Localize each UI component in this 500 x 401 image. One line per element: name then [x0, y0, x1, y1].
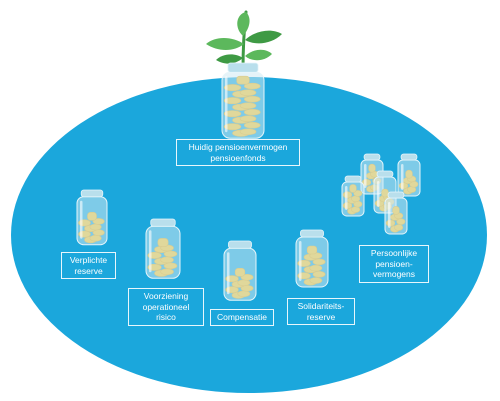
label-line: Verplichte — [69, 255, 108, 265]
label-line: Solidariteits- — [297, 301, 345, 311]
leaf — [237, 12, 250, 36]
jar-lid — [344, 175, 362, 183]
label-line: reserve — [306, 311, 336, 322]
jar-highlight — [377, 181, 380, 207]
label-line: Persoonlijke — [370, 248, 418, 258]
jar-highlight — [345, 186, 348, 210]
jar-highlight — [225, 76, 228, 133]
label-line: vermogens — [372, 269, 416, 279]
coin-jar-group-personal — [341, 153, 421, 235]
label-operational-risk: Voorziening operationeel risico — [128, 288, 204, 326]
label-compensation: Compensatie — [210, 309, 274, 326]
coin-jar-icon-solidariteit — [295, 229, 329, 288]
jar-lid — [150, 218, 176, 227]
coin-jar-icon-main — [221, 62, 265, 139]
label-line: reserve — [74, 265, 103, 276]
leaf — [245, 49, 272, 61]
jar-highlight — [401, 164, 404, 190]
coin-jar-icon-verplicht — [76, 189, 108, 246]
leaf — [216, 54, 243, 64]
jar-highlight — [364, 164, 367, 188]
jar-lid — [363, 153, 381, 161]
label-personal-pension-assets: Persoonlijke pensioen- vermogens — [359, 245, 429, 283]
label-line: Huidig pensioenvermogen — [188, 142, 288, 152]
jar-highlight — [149, 230, 152, 273]
jar-highlight — [299, 241, 302, 281]
jar-lid — [300, 229, 324, 238]
jar-highlight — [388, 202, 391, 228]
leaf — [206, 38, 244, 50]
coin-jar-icon-compensatie — [223, 240, 257, 301]
jar-highlight — [227, 252, 230, 295]
jar-lid — [387, 191, 405, 199]
jar-lid — [400, 153, 418, 161]
label-line: pensioenfonds — [210, 152, 266, 163]
plant-icon — [206, 10, 282, 72]
label-solidarity-reserve: Solidariteits- reserve — [287, 298, 355, 325]
label-line: pensioen- — [375, 258, 413, 269]
label-mandatory-reserve: Verplichte reserve — [61, 252, 116, 279]
leaf — [245, 30, 282, 44]
coin-jar-icon-operationeel — [145, 218, 181, 279]
jar-lid — [80, 189, 104, 198]
jar-lid — [376, 170, 394, 178]
jar-highlight — [80, 200, 83, 239]
label-line: Compensatie — [216, 312, 268, 322]
label-current-pension-assets: Huidig pensioenvermogen pensioenfonds — [176, 139, 300, 166]
label-line: operationeel — [142, 301, 190, 312]
jar-glass — [221, 71, 265, 139]
label-line: risico — [156, 312, 176, 322]
jar-lid — [227, 62, 259, 73]
label-line: Voorziening — [143, 291, 189, 301]
jar-lid — [228, 240, 252, 249]
